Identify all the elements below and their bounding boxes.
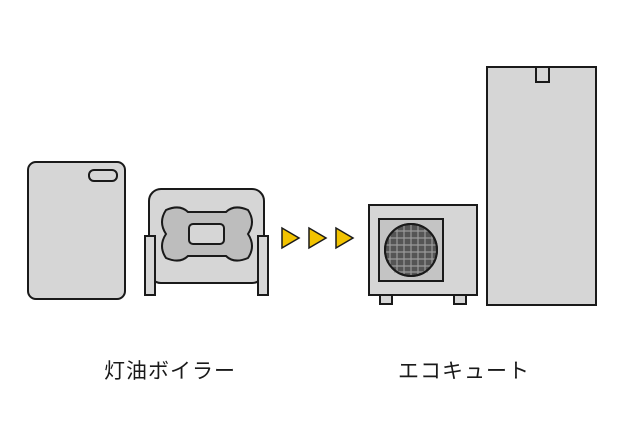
triangle-arrow-icon: [281, 226, 355, 250]
boiler-icon: [144, 188, 269, 296]
heat-pump-icon: [368, 204, 478, 305]
hot-water-tank-icon: [486, 66, 597, 306]
oil-tank-icon: [27, 161, 126, 300]
oil-boiler-label: 灯油ボイラー: [104, 359, 236, 383]
eco-cute-label: エコキュート: [398, 359, 530, 383]
